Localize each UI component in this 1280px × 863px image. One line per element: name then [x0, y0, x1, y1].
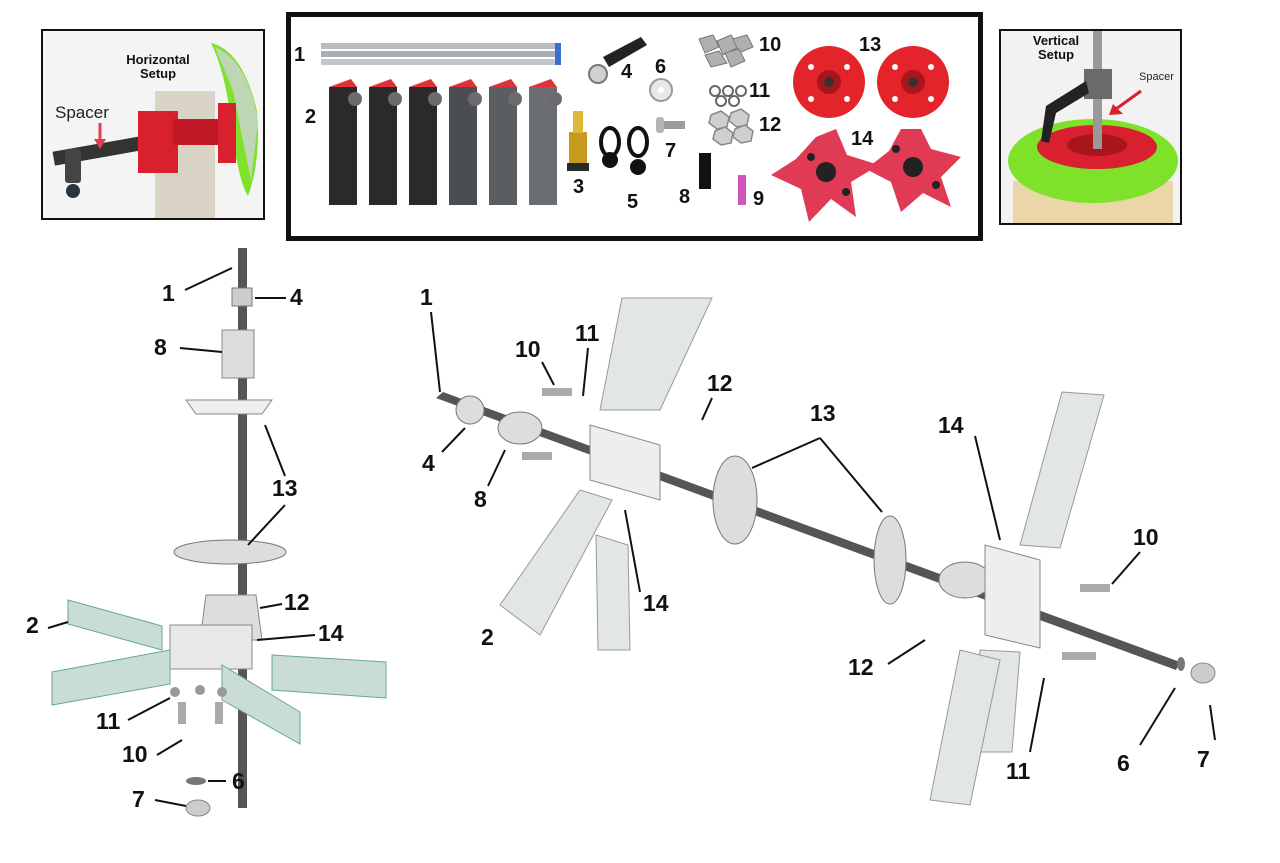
vertical-setup-title: Vertical Setup — [1021, 34, 1091, 62]
parts-number-6: 6 — [655, 56, 667, 78]
parts-kit-photo — [321, 34, 961, 222]
horizontal-setup-title-line2: Setup — [139, 66, 177, 81]
parts-number-3: 3 — [573, 176, 585, 198]
parts-number-5: 5 — [627, 191, 639, 213]
vertical-setup-inset: Vertical Setup Spacer — [999, 29, 1182, 225]
callout-v-1: 1 — [162, 280, 175, 306]
callout-h-14-left: 14 — [643, 590, 669, 616]
parts-number-8: 8 — [679, 186, 691, 208]
parts-number-14: 14 — [851, 128, 874, 150]
vertical-setup-photo — [1001, 31, 1180, 223]
callout-h-10: 10 — [515, 336, 541, 362]
vertical-spacer-label: Spacer — [1139, 71, 1174, 83]
parts-number-2: 2 — [305, 106, 317, 128]
callout-h-2: 2 — [481, 624, 494, 650]
callout-v-8: 8 — [154, 334, 167, 360]
callout-h-1: 1 — [420, 284, 433, 310]
horizontal-assembly-drawing — [430, 297, 1216, 806]
callout-h-10-right: 10 — [1133, 524, 1159, 550]
parts-number-12: 12 — [759, 114, 782, 136]
callout-v-13: 13 — [272, 475, 298, 501]
callout-v-10: 10 — [122, 741, 148, 767]
callout-v-11: 11 — [96, 708, 121, 734]
callout-h-14-right: 14 — [938, 412, 964, 438]
parts-number-13: 13 — [859, 34, 882, 56]
callout-h-11: 11 — [575, 320, 600, 346]
parts-number-10: 10 — [759, 34, 782, 56]
callout-h-6: 6 — [1117, 750, 1130, 776]
callout-h-12-right: 12 — [848, 654, 874, 680]
parts-number-1: 1 — [294, 44, 306, 66]
callout-v-6: 6 — [232, 768, 245, 794]
horizontal-setup-title: Horizontal Setup — [113, 53, 203, 81]
callout-v-7: 7 — [132, 786, 145, 812]
horizontal-setup-title-line1: Horizontal — [126, 52, 190, 67]
parts-number-7: 7 — [665, 140, 677, 162]
callout-v-12: 12 — [284, 589, 310, 615]
callout-h-11-right: 11 — [1006, 758, 1031, 784]
parts-number-9: 9 — [753, 188, 765, 210]
callout-h-4: 4 — [422, 450, 435, 476]
horizontal-setup-inset: Horizontal Setup Spacer — [41, 29, 265, 220]
callout-v-4: 4 — [290, 284, 303, 310]
vertical-setup-title-line2: Setup — [1037, 47, 1075, 62]
callout-v-2: 2 — [26, 612, 39, 638]
horizontal-spacer-label: Spacer — [55, 103, 109, 122]
parts-number-4: 4 — [621, 61, 633, 83]
callout-h-7: 7 — [1197, 746, 1210, 772]
parts-kit-box: 1 2 3 4 5 6 7 8 9 10 11 12 13 14 — [286, 12, 983, 241]
callout-h-8: 8 — [474, 486, 487, 512]
vertical-setup-title-line1: Vertical — [1032, 33, 1080, 48]
callout-h-13: 13 — [810, 400, 836, 426]
callout-v-14: 14 — [318, 620, 344, 646]
parts-number-11: 11 — [749, 80, 771, 102]
callout-h-12: 12 — [707, 370, 733, 396]
horizontal-setup-photo — [43, 31, 263, 218]
